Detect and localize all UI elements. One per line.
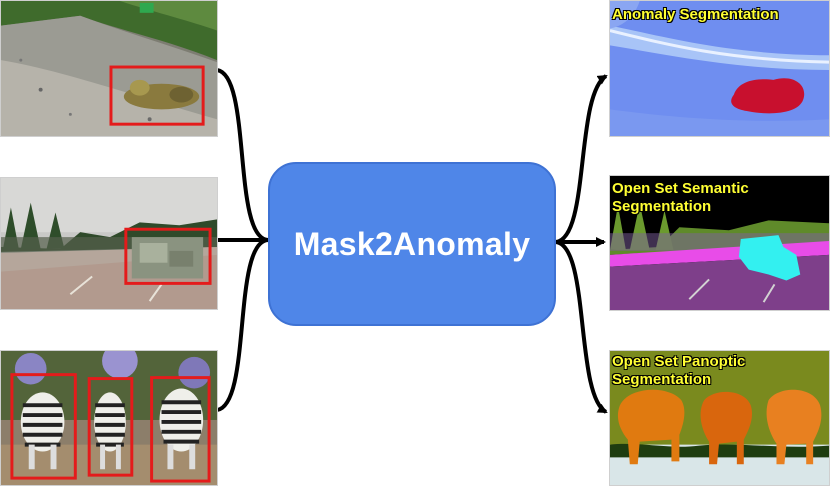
synthetic-road-scene-icon [1, 178, 217, 309]
panoptic-map-icon [610, 351, 829, 485]
input-image-zebras [0, 350, 218, 486]
input-connector-top [216, 68, 269, 242]
output-arrow-bottom [555, 240, 608, 414]
output-open-set-semantic-segmentation: Open Set Semantic Segmentation [609, 175, 830, 311]
anomaly-heatmap-icon [610, 1, 829, 136]
output-anomaly-segmentation: Anomaly Segmentation [609, 0, 830, 137]
input-image-synthetic-road [0, 177, 218, 310]
zebra-1 [20, 392, 65, 470]
output-arrow-top [555, 74, 608, 244]
input-image-sloth-road [0, 0, 218, 137]
sloth-road-photo-icon [1, 1, 217, 136]
zebra-3 [159, 388, 204, 470]
input-connector-bottom [216, 238, 269, 412]
zebra-2 [94, 392, 126, 470]
semantic-map-icon [610, 176, 829, 310]
zebras-photo-icon [1, 351, 217, 485]
output-open-set-panoptic-segmentation: Open Set Panoptic Segmentation [609, 350, 830, 486]
model-name: Mask2Anomaly [293, 225, 531, 262]
mask2anomaly-model-box: Mask2Anomaly [268, 162, 556, 326]
